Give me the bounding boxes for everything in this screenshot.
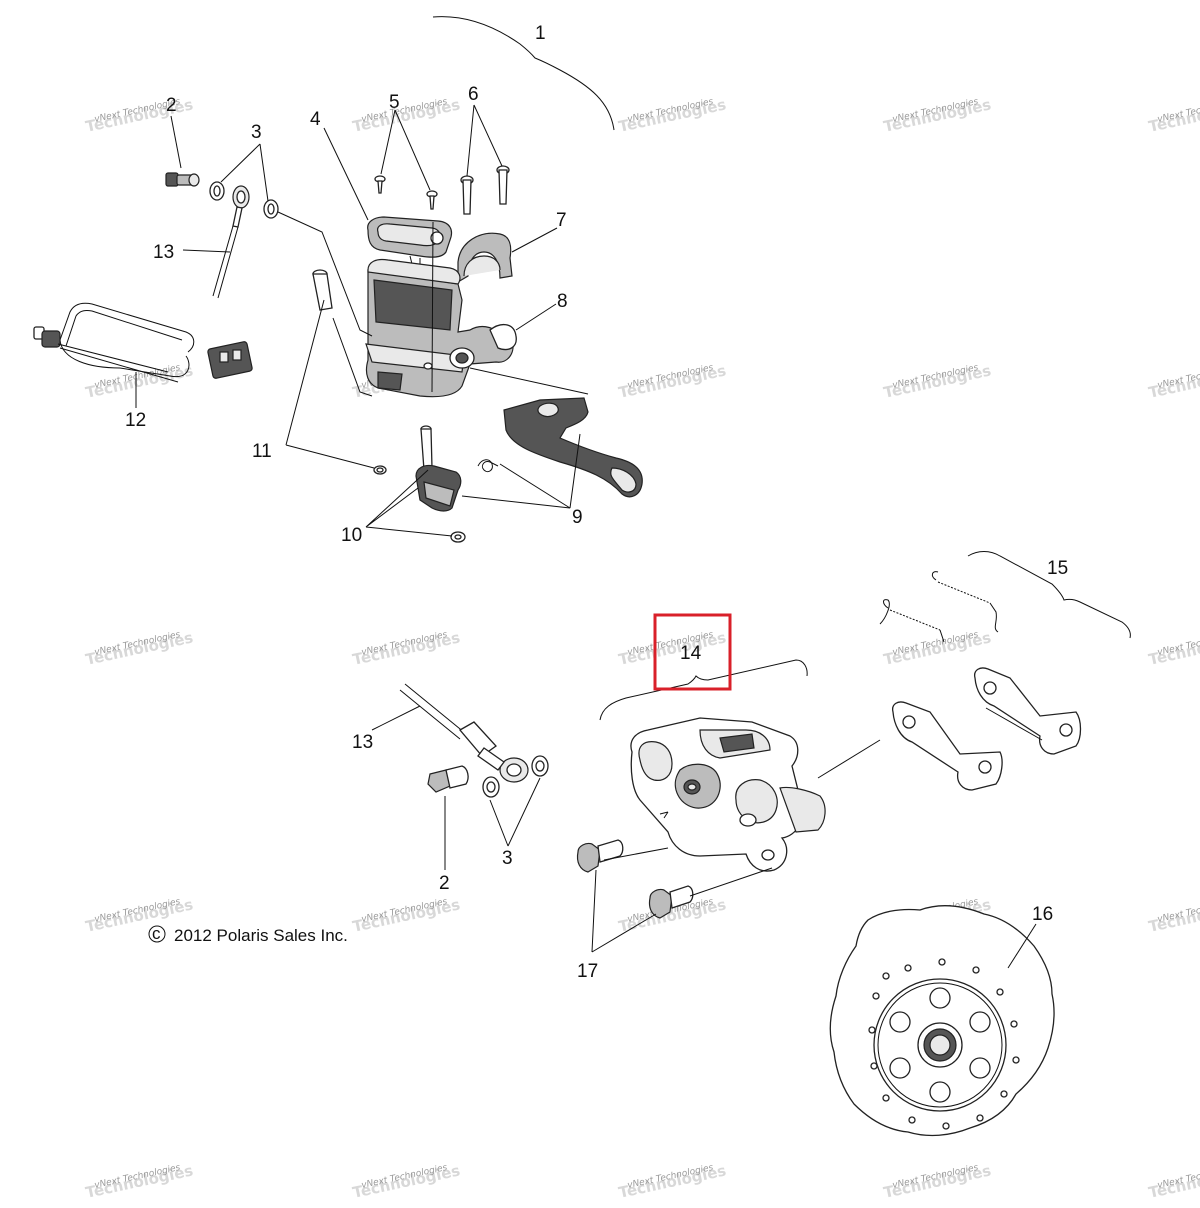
watermark: Technologies vNext Technologies bbox=[882, 628, 993, 668]
banjo-bolt[interactable] bbox=[165, 172, 200, 187]
watermark: Technologies vNext Technologies bbox=[882, 361, 993, 401]
brake-hose-upper[interactable] bbox=[212, 185, 250, 299]
callout-10[interactable]: 10 bbox=[341, 525, 362, 546]
watermark: Technologies vNext Technologies bbox=[617, 628, 728, 668]
pad-spring-upper[interactable] bbox=[931, 571, 999, 633]
callout-11[interactable]: 11 bbox=[252, 441, 272, 462]
callout-1[interactable]: 1 bbox=[535, 23, 546, 44]
banjo-bolt-lower[interactable] bbox=[427, 765, 469, 793]
pivot-pin[interactable] bbox=[312, 269, 333, 311]
handlebar-clamp[interactable] bbox=[457, 232, 513, 284]
leader-lines-top bbox=[135, 104, 589, 537]
o-ring[interactable] bbox=[373, 465, 387, 475]
watermark: Technologies vNext Technologies bbox=[617, 361, 728, 401]
brake-lever[interactable] bbox=[503, 397, 643, 498]
bracket-14 bbox=[599, 659, 808, 721]
watermark: Technologies vNext Technologies bbox=[1147, 628, 1200, 668]
reservoir-cover[interactable] bbox=[367, 216, 453, 267]
svg-text:c: c bbox=[152, 924, 161, 943]
callout-5[interactable]: 5 bbox=[389, 92, 400, 113]
watermark: Technologies vNext Technologies bbox=[84, 95, 195, 135]
master-cylinder-body[interactable] bbox=[365, 258, 517, 398]
callout-16[interactable]: 16 bbox=[1032, 904, 1053, 925]
watermark: Technologies vNext Technologies bbox=[351, 1161, 462, 1201]
watermark: Technologies vNext Technologies bbox=[84, 1161, 195, 1201]
callout-9[interactable]: 9 bbox=[572, 507, 583, 528]
callout-7[interactable]: 7 bbox=[556, 210, 567, 231]
callout-6[interactable]: 6 bbox=[468, 84, 479, 105]
brake-light-switch[interactable] bbox=[33, 302, 253, 383]
watermark: Technologies vNext Technologies bbox=[1147, 1161, 1200, 1201]
callout-14-highlight bbox=[653, 613, 732, 691]
callout-13[interactable]: 13 bbox=[352, 732, 373, 753]
leader-lines-bottom bbox=[371, 705, 1037, 969]
callout-3[interactable]: 3 bbox=[251, 122, 262, 143]
caliper-bolt-upper[interactable] bbox=[576, 839, 624, 873]
callout-2[interactable]: 2 bbox=[439, 873, 450, 894]
watermark: Technologies vNext Technologies bbox=[1147, 95, 1200, 135]
callout-15[interactable]: 15 bbox=[1047, 558, 1068, 579]
callout-8[interactable]: 8 bbox=[557, 291, 568, 312]
watermark: Technologies vNext Technologies bbox=[84, 628, 195, 668]
copyright-text: 2012 Polaris Sales Inc. bbox=[174, 926, 348, 945]
brake-hose-lower[interactable] bbox=[399, 683, 529, 783]
callout-labels: 1 2 3 4 5 6 7 8 9 10 11 12 13 13 14 15 1… bbox=[125, 23, 1068, 982]
watermark: Technologies vNext Technologies bbox=[1147, 895, 1200, 935]
callout-2[interactable]: 2 bbox=[166, 95, 177, 116]
pad-spring-lower[interactable] bbox=[879, 599, 945, 643]
watermark: Technologies vNext Technologies bbox=[617, 95, 728, 135]
brake-pad-outer[interactable] bbox=[974, 667, 1082, 755]
sealing-washers[interactable] bbox=[209, 181, 279, 219]
watermark: Technologies vNext Technologies bbox=[617, 1161, 728, 1201]
sealing-washers-lower[interactable] bbox=[482, 755, 549, 798]
brake-pad-inner[interactable] bbox=[892, 701, 1003, 791]
watermark: Technologies vNext Technologies bbox=[882, 95, 993, 135]
watermark: Technologies vNext Technologies bbox=[351, 628, 462, 668]
callout-17[interactable]: 17 bbox=[577, 961, 598, 982]
brake-disc[interactable] bbox=[829, 905, 1055, 1137]
watermark: Technologies vNext Technologies bbox=[351, 895, 462, 935]
watermark: Technologies vNext Technologies bbox=[882, 1161, 993, 1201]
caliper-bolt-lower[interactable] bbox=[648, 885, 694, 919]
o-ring[interactable] bbox=[450, 531, 466, 543]
callout-3[interactable]: 3 bbox=[502, 848, 513, 869]
callout-14[interactable]: 14 bbox=[680, 643, 702, 664]
bracket-1 bbox=[432, 16, 615, 131]
lever-pivot-block[interactable] bbox=[415, 464, 462, 512]
callout-12[interactable]: 12 bbox=[125, 410, 146, 431]
cover-screws[interactable] bbox=[374, 175, 438, 210]
callout-4[interactable]: 4 bbox=[310, 109, 321, 130]
bracket-15 bbox=[967, 551, 1131, 639]
watermark: Technologies vNext Technologies bbox=[1147, 361, 1200, 401]
clamp-bolts[interactable] bbox=[460, 165, 510, 215]
watermark: Technologies vNext Technologies bbox=[351, 95, 462, 135]
copyright-notice: c 2012 Polaris Sales Inc. bbox=[148, 924, 348, 945]
lever-pivot-pin[interactable] bbox=[420, 425, 433, 471]
callout-13[interactable]: 13 bbox=[153, 242, 174, 263]
lever-spring[interactable] bbox=[477, 459, 499, 473]
caliper-body[interactable] bbox=[630, 717, 826, 872]
